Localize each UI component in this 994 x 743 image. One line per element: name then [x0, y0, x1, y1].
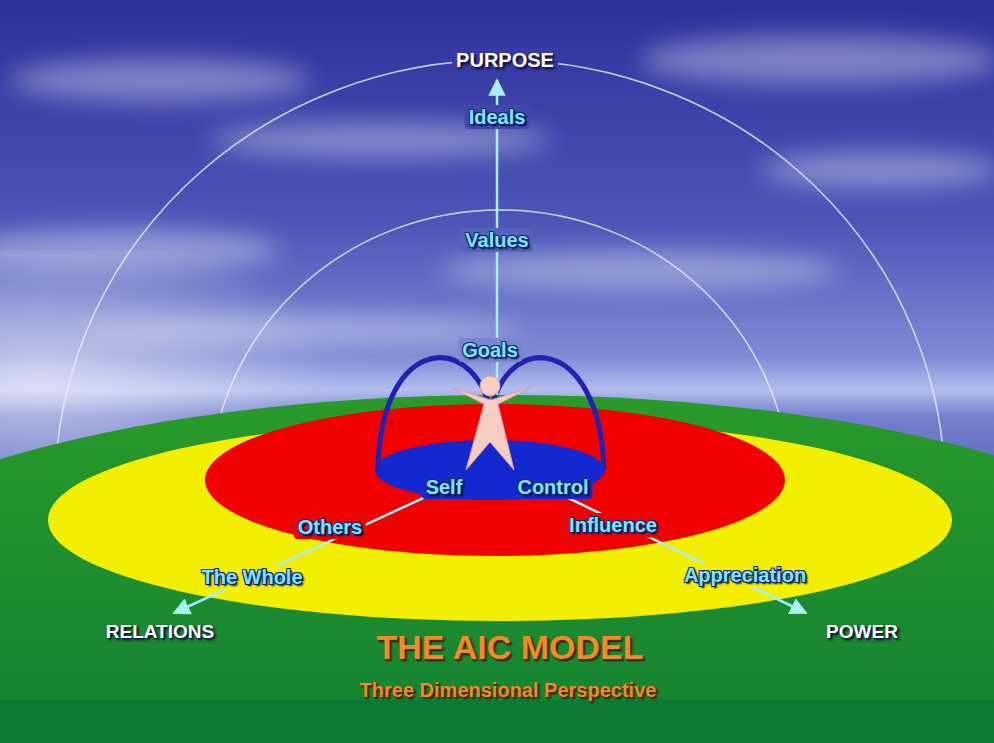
diagram-title: THE AIC MODEL — [377, 629, 644, 666]
person-figure — [452, 376, 530, 470]
level-label: The Whole — [197, 565, 306, 589]
level-label: Control — [513, 475, 592, 499]
level-label: Influence — [565, 513, 661, 537]
diagram-caption: Three Dimensional Perspective — [360, 679, 657, 701]
level-label: Values — [461, 228, 532, 252]
level-label: Others — [294, 515, 366, 539]
axis-label: RELATIONS — [106, 622, 214, 643]
axis-label: PURPOSE — [452, 48, 558, 72]
axis-label: POWER — [826, 622, 898, 643]
level-label: Ideals — [465, 105, 530, 129]
dimension-arrows — [174, 80, 806, 613]
blue-dome — [378, 358, 604, 470]
green-ground — [0, 700, 994, 743]
level-label: Self — [422, 475, 467, 499]
level-label: Appreciation — [680, 563, 810, 587]
level-label: Goals — [458, 338, 522, 362]
blue-ellipse — [375, 440, 605, 500]
